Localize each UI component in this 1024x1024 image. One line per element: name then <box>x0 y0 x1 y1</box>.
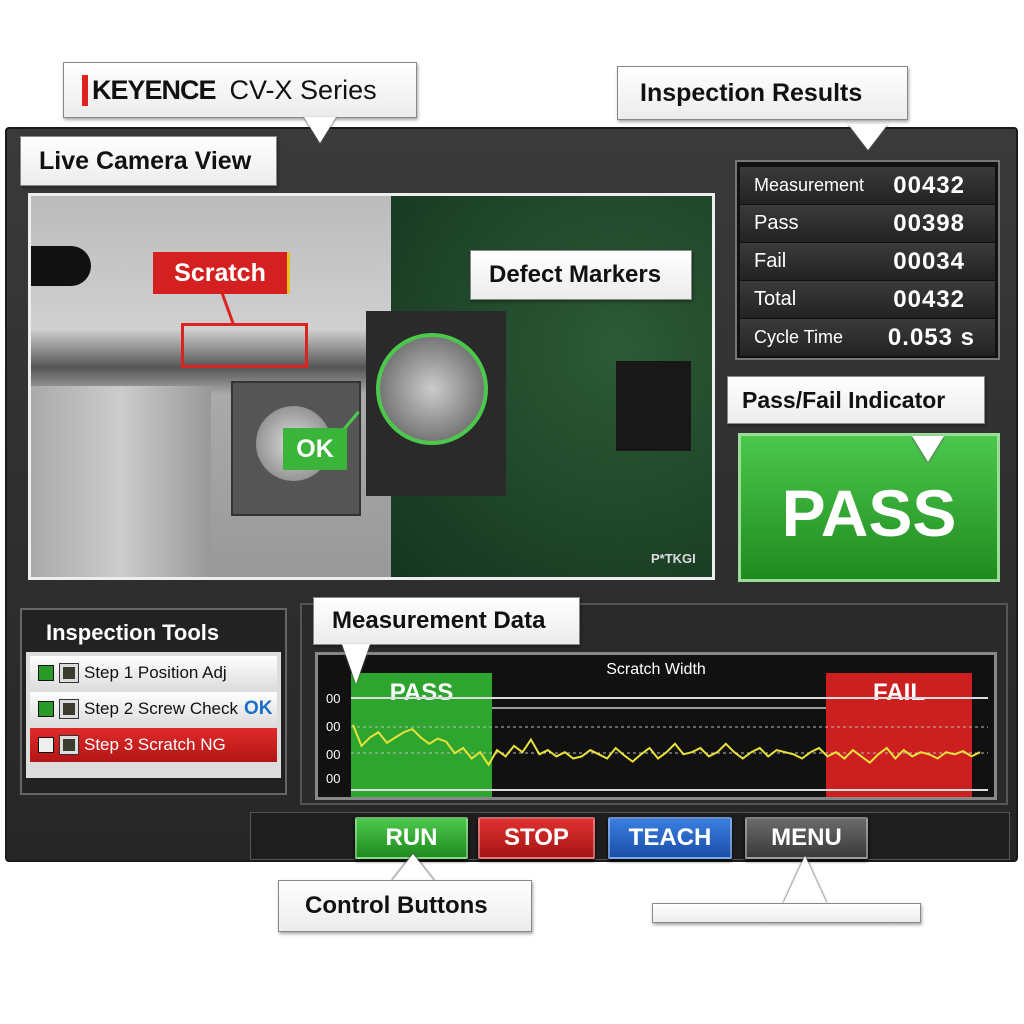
result-label: Fail <box>754 250 787 272</box>
defect-markers-callout: Defect Markers <box>470 250 692 300</box>
result-value: 00034 <box>893 247 965 275</box>
pass-fail-callout: Pass/Fail Indicator <box>727 376 985 424</box>
result-label: Measurement <box>754 175 865 195</box>
tool-step-1[interactable]: Step 1 Position Adj <box>30 656 277 690</box>
pass-zone-label: PASS <box>389 679 454 706</box>
step-label: Step 3 Scratch NG <box>84 735 226 754</box>
inspection-tools-panel: Inspection Tools Step 1 Position Adj Ste… <box>20 608 287 795</box>
result-label: Cycle Time <box>754 327 844 347</box>
callout-pointer <box>848 124 888 150</box>
ok-label: OK <box>283 428 347 470</box>
blank-callout <box>652 903 921 923</box>
tool-step-3[interactable]: Step 3 Scratch NG <box>30 728 277 762</box>
live-camera-view: Scratch OK P*TKGI <box>28 193 715 580</box>
result-label: Pass <box>754 212 799 234</box>
callout-pointer <box>783 856 827 904</box>
fail-zone <box>826 673 972 797</box>
board-marking: P*TKGI <box>651 551 696 566</box>
step-status: OK <box>244 698 273 719</box>
y-tick: 00 <box>326 747 341 762</box>
result-row: Cycle Time 0.053 s <box>740 319 995 356</box>
chart-frame: PASS FAIL Scratch Width 00 00 00 00 <box>315 652 997 800</box>
brand-callout: KEYENCE CV-X Series <box>63 62 417 118</box>
result-value: 0.053 s <box>887 323 975 351</box>
y-tick: 00 <box>326 719 341 734</box>
tools-title: Inspection Tools <box>46 620 220 645</box>
y-tick: 00 <box>326 771 341 786</box>
tool-icon <box>59 735 79 755</box>
screw-marker-circle <box>376 333 488 445</box>
checkbox-checked-icon[interactable] <box>38 737 54 753</box>
checkbox-checked-icon[interactable] <box>38 701 54 717</box>
result-value: 00432 <box>893 171 965 199</box>
result-value: 00398 <box>893 209 965 237</box>
y-tick: 00 <box>326 691 341 706</box>
run-button[interactable]: RUN <box>355 817 468 859</box>
scratch-marker-box <box>181 323 308 368</box>
keyence-logo: KEYENCE <box>82 74 217 106</box>
inspection-results-table: Measurement 00432 Pass 00398 Fail 00034 Tot… <box>735 160 1000 360</box>
checkbox-checked-icon[interactable] <box>38 665 54 681</box>
result-label: Total <box>754 288 797 310</box>
fail-zone-label: FAIL <box>873 679 925 706</box>
product-name: CV-X Series <box>229 74 377 105</box>
chart-title: Scratch Width <box>606 661 706 678</box>
callout-pointer <box>342 644 370 684</box>
scratch-label: Scratch <box>153 252 290 294</box>
pass-fail-indicator: PASS <box>738 433 1000 582</box>
result-row: Fail 00034 <box>740 243 995 280</box>
teach-button[interactable]: TEACH <box>608 817 732 859</box>
step-label: Step 1 Position Adj <box>84 663 227 682</box>
callout-pointer <box>391 854 435 882</box>
line-plot <box>351 697 988 791</box>
tool-step-2[interactable]: Step 2 Screw Check OK <box>30 692 277 726</box>
tool-icon <box>59 699 79 719</box>
menu-button[interactable]: MENU <box>745 817 868 859</box>
measurement-data-callout: Measurement Data <box>313 597 580 645</box>
callout-pointer <box>912 436 944 462</box>
result-value: 00432 <box>893 285 965 313</box>
stop-button[interactable]: STOP <box>478 817 595 859</box>
result-row: Pass 00398 <box>740 205 995 242</box>
control-buttons-callout: Control Buttons <box>278 880 532 932</box>
scratch-width-series <box>352 724 981 767</box>
step-label: Step 2 Screw Check <box>84 699 239 718</box>
result-row: Total 00432 <box>740 281 995 318</box>
result-row: Measurement 00432 <box>740 167 995 204</box>
live-camera-callout: Live Camera View <box>20 136 277 186</box>
inspection-results-callout: Inspection Results <box>617 66 908 120</box>
tool-icon <box>59 663 79 683</box>
callout-pointer <box>304 117 336 143</box>
